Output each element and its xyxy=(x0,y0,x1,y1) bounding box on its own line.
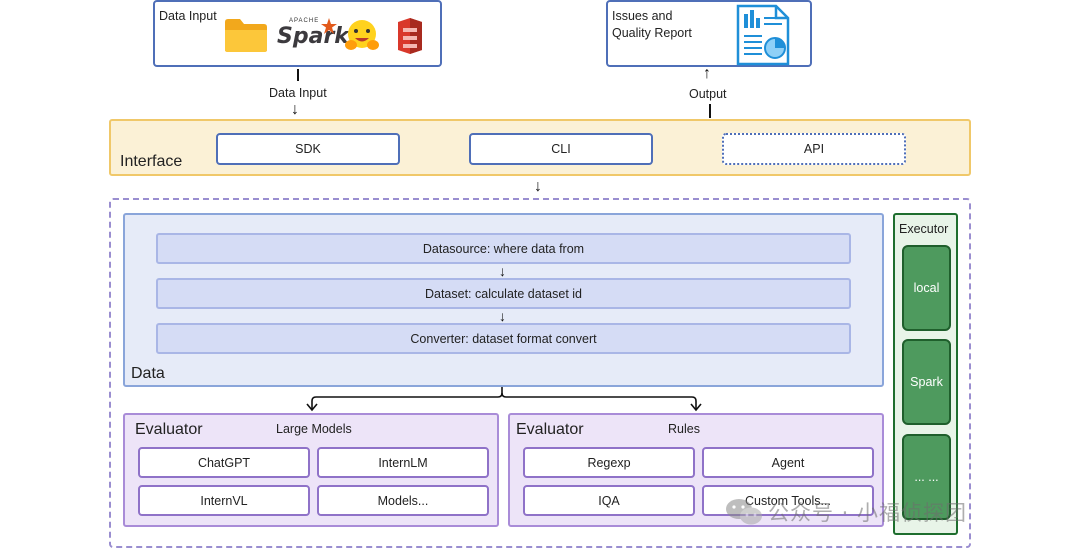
spark-star-icon xyxy=(321,18,337,34)
quality-report-box: Issues and Quality Report xyxy=(606,0,812,67)
regexp-button[interactable]: Regexp xyxy=(523,447,695,478)
output-edge-line xyxy=(709,104,711,118)
data-row-arrow-1-icon: ↓ xyxy=(499,263,506,279)
data-row-arrow-2-icon: ↓ xyxy=(499,308,506,324)
executor-spark-label: Spark xyxy=(910,375,943,389)
evaluator-models-panel: Evaluator Large Models ChatGPT InternLM … xyxy=(123,413,499,527)
evaluator-rules-subtitle: Rules xyxy=(668,422,700,436)
executor-more-item[interactable]: ... ... xyxy=(902,434,951,520)
regexp-label: Regexp xyxy=(587,455,631,470)
dataset-row: Dataset: calculate dataset id xyxy=(156,278,851,309)
data-panel: Datasource: where data from ↓ Dataset: c… xyxy=(123,213,884,387)
executor-more-label: ... ... xyxy=(914,470,939,484)
report-label-line1: Issues and xyxy=(612,9,673,23)
evaluator-models-subtitle: Large Models xyxy=(276,422,352,436)
cli-label: CLI xyxy=(551,142,571,156)
wechat-icon xyxy=(726,499,762,525)
executor-title: Executor xyxy=(899,222,949,236)
executor-spark-item[interactable]: Spark xyxy=(902,339,951,425)
spark-logo-text: Spark xyxy=(277,24,349,49)
data-input-arrow-icon: ↓ xyxy=(291,101,299,118)
interface-title: Interface xyxy=(120,153,183,170)
sdk-label: SDK xyxy=(295,142,321,156)
chatgpt-button[interactable]: ChatGPT xyxy=(138,447,310,478)
internlm-button[interactable]: InternLM xyxy=(317,447,489,478)
data-input-box: Data Input APACHE Spark xyxy=(153,0,442,67)
more-models-label: Models... xyxy=(377,493,429,508)
chatgpt-label: ChatGPT xyxy=(197,455,251,470)
interface-to-core-arrow-icon: ↓ xyxy=(534,178,542,195)
report-label-line2: Quality Report xyxy=(612,26,692,40)
internvl-label: InternVL xyxy=(200,493,248,508)
iqa-button[interactable]: IQA xyxy=(523,485,695,516)
interface-panel: Interface SDK CLI API xyxy=(109,119,971,176)
s3-icon xyxy=(398,18,422,54)
dataset-label: Dataset: calculate dataset id xyxy=(424,286,583,301)
watermark-text: 公众号 · 小福侦探团 xyxy=(768,501,968,525)
agent-button[interactable]: Agent xyxy=(702,447,874,478)
data-to-evaluators-connector xyxy=(306,387,702,412)
sdk-button[interactable]: SDK xyxy=(216,133,400,165)
spark-logo: APACHE Spark xyxy=(277,16,349,56)
data-title: Data xyxy=(131,365,165,382)
report-document-icon xyxy=(736,4,790,66)
api-button[interactable]: API xyxy=(722,133,906,165)
cli-button[interactable]: CLI xyxy=(469,133,653,165)
more-models-button[interactable]: Models... xyxy=(317,485,489,516)
datasource-label: Datasource: where data from xyxy=(422,241,585,256)
converter-label: Converter: dataset format convert xyxy=(410,331,597,346)
converter-row: Converter: dataset format convert xyxy=(156,323,851,354)
huggingface-logo xyxy=(345,20,379,50)
watermark: 公众号 · 小福侦探团 xyxy=(724,495,967,529)
output-edge-label: Output xyxy=(687,87,729,101)
executor-local-label: local xyxy=(913,281,940,295)
executor-panel: Executor local Spark ... ... xyxy=(893,213,958,535)
data-input-edge-label: Data Input xyxy=(267,86,329,100)
evaluator-models-title: Evaluator xyxy=(135,421,203,438)
executor-local-item[interactable]: local xyxy=(902,245,951,331)
api-label: API xyxy=(803,142,825,156)
output-arrow-icon: ↑ xyxy=(703,65,711,82)
spark-logo-super: APACHE xyxy=(289,18,320,24)
custom-tools-label: Custom Tools... xyxy=(745,493,831,508)
internlm-label: InternLM xyxy=(378,455,428,470)
data-input-edge-line xyxy=(297,69,299,81)
evaluator-rules-title: Evaluator xyxy=(516,421,584,438)
iqa-label: IQA xyxy=(598,493,620,508)
internvl-button[interactable]: InternVL xyxy=(138,485,310,516)
core-container xyxy=(109,198,971,548)
agent-label: Agent xyxy=(771,455,805,470)
data-input-box-label: Data Input xyxy=(159,9,217,23)
folder-icon xyxy=(225,19,267,52)
datasource-row: Datasource: where data from xyxy=(156,233,851,264)
